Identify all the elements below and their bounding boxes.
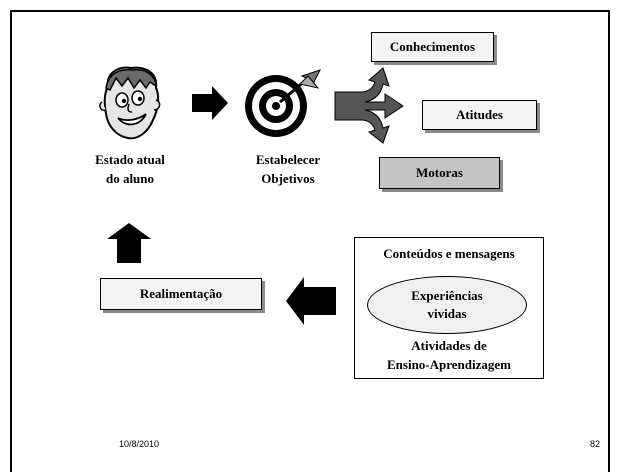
- feedback-label: Realimentação: [139, 286, 223, 301]
- slide-frame: [10, 10, 610, 472]
- target-dart-icon: [245, 69, 321, 137]
- activities-label: Atividades de Ensino-Aprendizagem: [355, 336, 543, 374]
- student-label-line2: do aluno: [105, 171, 155, 186]
- attitudes-box: Atitudes: [422, 100, 537, 130]
- feedback-box: Realimentação: [100, 278, 262, 310]
- footer-page-number: 82: [590, 439, 601, 449]
- activities-line2: Ensino-Aprendizagem: [387, 357, 511, 372]
- student-label: Estado atual do aluno: [70, 150, 190, 188]
- cartoon-face-icon: [99, 66, 161, 140]
- slide: Estado atual do aluno Estabelecer Objeti…: [10, 10, 610, 472]
- branch-arrow-icon: [334, 67, 404, 144]
- activities-line1: Atividades de: [411, 338, 487, 353]
- arrow-right-icon: [192, 86, 228, 120]
- arrow-up-icon: [107, 223, 151, 263]
- objectives-label: Estabelecer Objetivos: [238, 150, 338, 188]
- arrow-left-icon: [286, 277, 336, 325]
- footer-date: 10/8/2010: [119, 439, 160, 449]
- motor-label: Motoras: [416, 165, 463, 180]
- student-label-line1: Estado atual: [95, 152, 165, 167]
- knowledge-box: Conhecimentos: [371, 32, 494, 62]
- objectives-label-line2: Objetivos: [261, 171, 315, 186]
- experience-line1: Experiências: [411, 288, 483, 303]
- objectives-label-line1: Estabelecer: [255, 152, 321, 167]
- experience-line2: vividas: [427, 306, 467, 321]
- content-box: Conteúdos e mensagens Experiências vivid…: [354, 237, 544, 379]
- content-title: Conteúdos e mensagens: [383, 246, 515, 261]
- experience-ellipse: Experiências vividas: [367, 276, 527, 334]
- attitudes-label: Atitudes: [456, 107, 503, 122]
- motor-box: Motoras: [379, 157, 500, 189]
- knowledge-label: Conhecimentos: [389, 39, 476, 54]
